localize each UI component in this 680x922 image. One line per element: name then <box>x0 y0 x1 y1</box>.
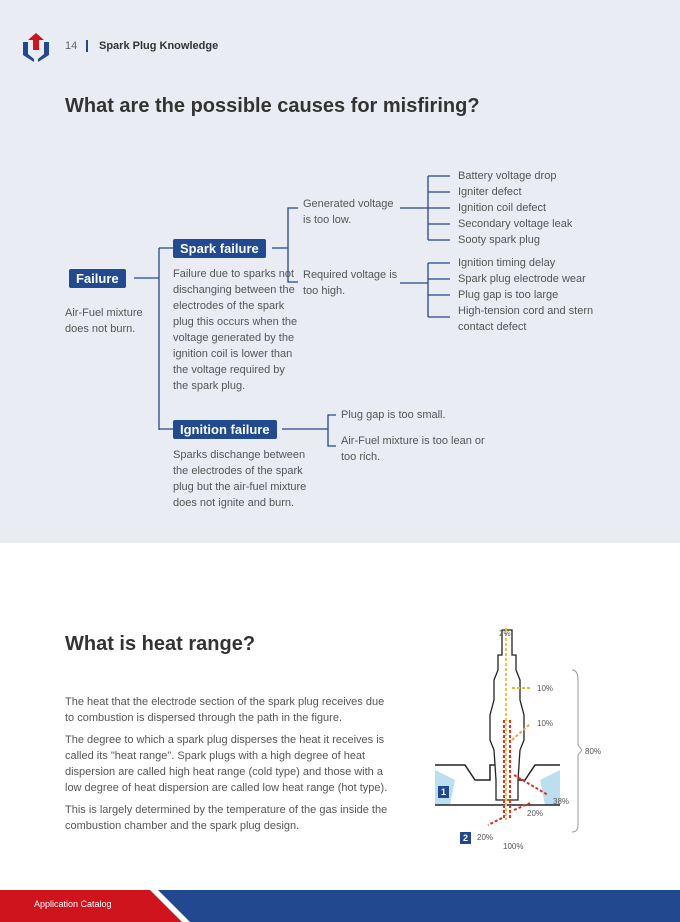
page-number: 14 <box>65 40 78 52</box>
footer-label: Application Catalog <box>34 899 112 909</box>
cause-required: Required voltage is too high. <box>303 269 398 297</box>
pct-input: 100% <box>503 842 524 851</box>
heat-title: What is heat range? <box>65 633 256 655</box>
list-item: Igniter defect <box>458 186 522 198</box>
section-title: Spark Plug Knowledge <box>99 40 219 52</box>
marker-1: 1 <box>438 786 449 798</box>
list-item: Sooty spark plug <box>458 234 540 246</box>
marker-2: 2 <box>460 832 471 844</box>
list-item: Battery voltage drop <box>458 170 557 182</box>
tree-connectors <box>134 175 450 447</box>
footer-band <box>158 890 680 922</box>
pct-total: 80% <box>585 747 602 756</box>
pct-head: 38% <box>553 797 570 806</box>
spark-failure-badge: Spark failure <box>173 239 266 258</box>
failure-badge: Failure <box>69 269 126 288</box>
pct-upper: 10% <box>537 684 554 693</box>
list-item: High-tension cord and stern contact defe… <box>458 305 594 333</box>
failure-desc: Air-Fuel mixture does not burn. <box>65 307 143 335</box>
ignition-failure-badge: Ignition failure <box>173 420 277 439</box>
cause-generated: Generated voltage is too low. <box>303 198 394 226</box>
misfire-title: What are the possible causes for misfiri… <box>65 95 480 117</box>
cause-mixture: Air-Fuel mixture is too lean or too rich… <box>341 435 485 463</box>
heat-paragraph: The degree to which a spark plug dispers… <box>65 734 388 794</box>
list-item: Ignition timing delay <box>458 257 556 269</box>
spark-failure-desc: Failure due to sparks not dischanging be… <box>173 268 298 392</box>
list-item: Ignition coil defect <box>458 202 547 214</box>
pct-chamber: 20% <box>477 833 494 842</box>
heat-paragraph: This is largely determined by the temper… <box>65 804 388 832</box>
ignition-failure-desc: Sparks dischange between the electrodes … <box>173 449 307 509</box>
list-item: Spark plug electrode wear <box>458 273 586 285</box>
pct-thread: 20% <box>527 809 544 818</box>
spark-plug-figure <box>435 628 583 833</box>
header-divider <box>86 40 88 52</box>
list-item: Secondary voltage leak <box>458 218 573 230</box>
logo-icon <box>23 33 49 62</box>
list-item: Plug gap is too large <box>458 289 559 301</box>
pct-top: 2% <box>499 629 511 638</box>
heat-paragraph: The heat that the electrode section of t… <box>65 696 385 724</box>
footer-tab <box>0 890 182 922</box>
pct-middle: 10% <box>537 719 554 728</box>
cause-gap-small: Plug gap is too small. <box>341 409 446 421</box>
